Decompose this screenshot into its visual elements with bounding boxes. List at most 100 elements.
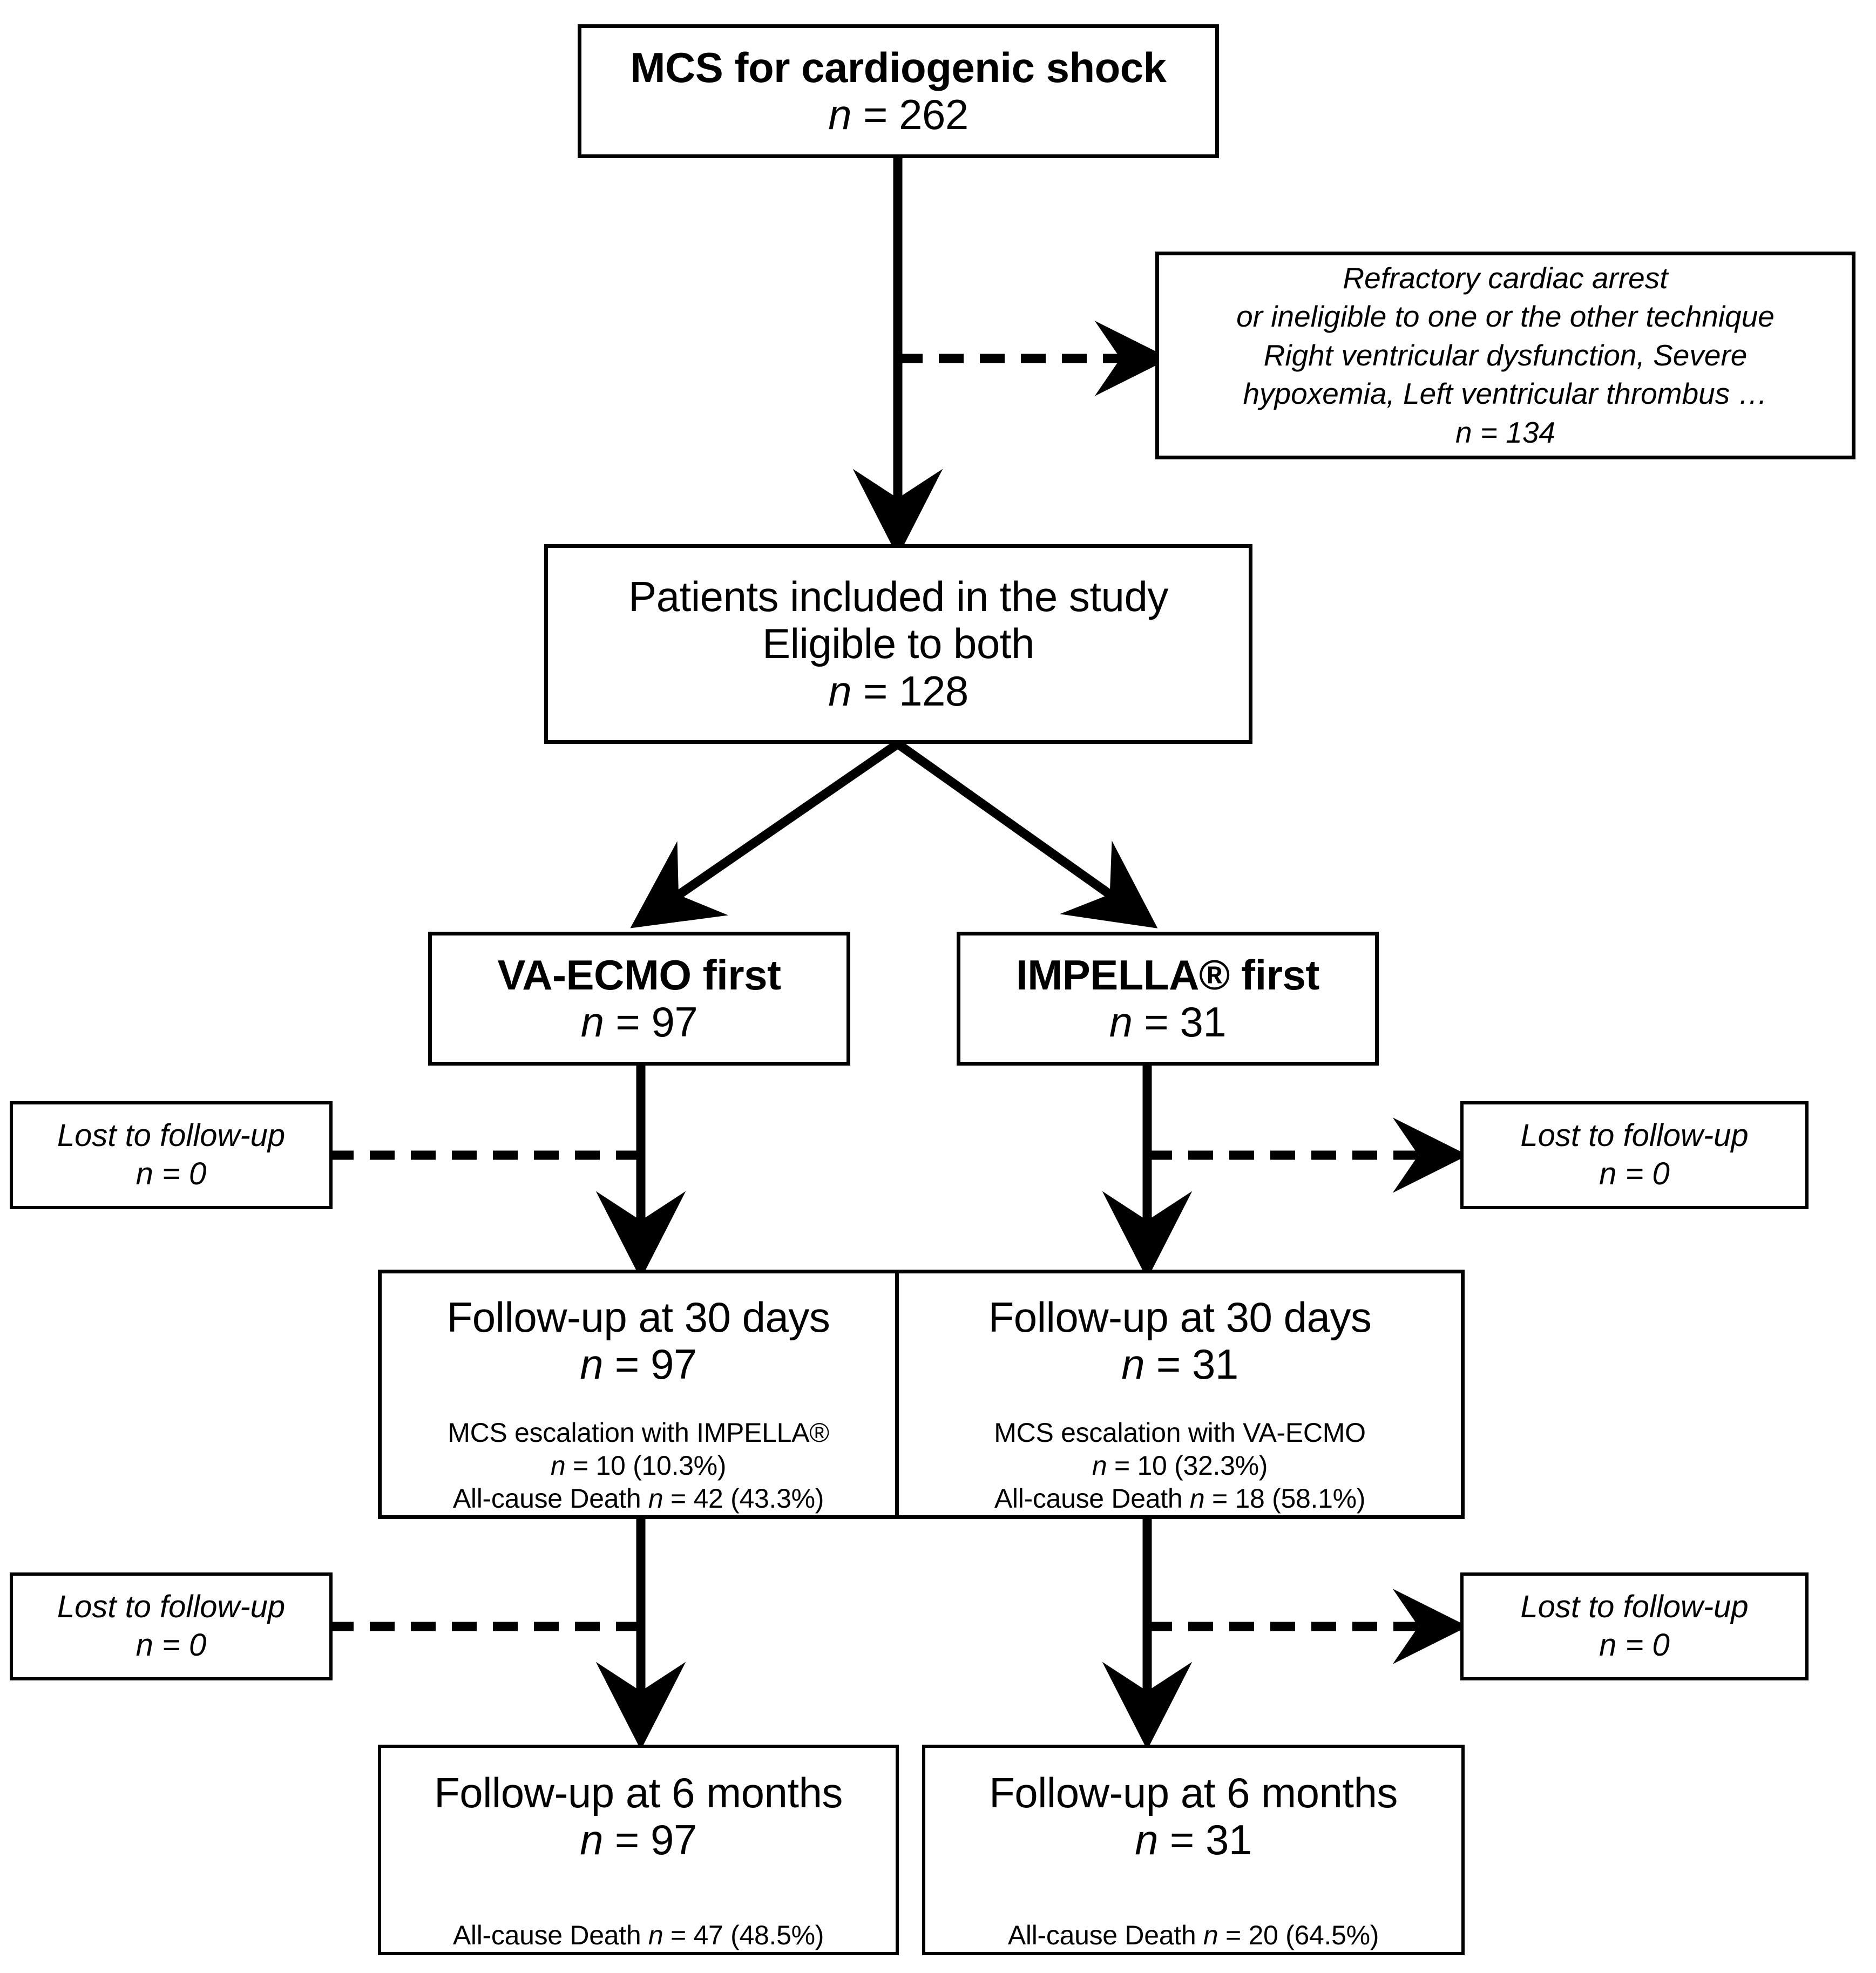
lost-right-1-count: n = 0 (1599, 1155, 1670, 1194)
lost-right-2-n-label: n (1599, 1628, 1617, 1663)
lost-right-2-n-eq: = (1616, 1628, 1652, 1663)
fu30-right-death-n-label: n (1189, 1483, 1205, 1514)
fu6m-left-n-value: 97 (651, 1816, 697, 1864)
fu30-left-title: Follow-up at 30 days (446, 1293, 830, 1341)
lost-left-2-n-label: n (136, 1628, 153, 1663)
fu30-left-n-eq: = (603, 1340, 651, 1388)
screened-title: MCS for cardiogenic shock (630, 43, 1167, 91)
lost-left-2-title: Lost to follow-up (57, 1589, 286, 1625)
node-excluded[interactable]: Refractory cardiac arrest or ineligible … (1155, 252, 1855, 459)
included-n-label: n (828, 667, 852, 715)
lost-right-1-n-value: 0 (1652, 1156, 1670, 1191)
fu30-right-escalation-value: = 10 (32.3%) (1107, 1450, 1268, 1481)
fu6m-right-death: All-cause Death n = 20 (64.5%) (1008, 1919, 1379, 1952)
fu30-left-death: All-cause Death n = 42 (43.3%) (453, 1482, 824, 1515)
excluded-n-label: n (1455, 415, 1472, 449)
lost-right-1-n-eq: = (1616, 1156, 1652, 1191)
fu30-left-escalation-label: MCS escalation with IMPELLA® (448, 1418, 829, 1448)
screened-n-label: n (828, 91, 852, 138)
edge-included-to-impella (895, 740, 1158, 928)
fu6m-left-death-n-label: n (648, 1920, 663, 1950)
fu30-right-death: All-cause Death n = 18 (58.1%) (994, 1482, 1366, 1515)
lost-left-1-n-eq: = (153, 1156, 189, 1191)
fu30-left-escalation-n-label: n (550, 1450, 566, 1481)
fu30-right-escalation-count: n = 10 (32.3%) (1092, 1449, 1268, 1482)
screened-n-value: 262 (899, 91, 969, 138)
fu6m-right-death-value: = 20 (64.5%) (1218, 1920, 1379, 1950)
fu6m-right-n-label: n (1135, 1816, 1159, 1864)
va-ecmo-n-eq: = (604, 998, 652, 1046)
node-va-ecmo-first[interactable]: VA-ECMO first n = 97 (428, 932, 850, 1066)
node-lost-to-followup-left-2[interactable]: Lost to follow-up n = 0 (10, 1572, 333, 1680)
lost-left-2-count: n = 0 (136, 1626, 207, 1665)
fu30-left-death-label: All-cause Death (452, 1483, 648, 1514)
included-n-value: 128 (899, 667, 969, 715)
fu6m-left-death-value: = 47 (48.5%) (663, 1920, 824, 1950)
fu30-right-n-value: 31 (1192, 1340, 1238, 1388)
va-ecmo-n-value: 97 (651, 998, 698, 1046)
lost-left-2-n-eq: = (153, 1628, 189, 1663)
node-lost-to-followup-left-1[interactable]: Lost to follow-up n = 0 (10, 1101, 333, 1209)
va-ecmo-n-label: n (580, 998, 605, 1046)
fu6m-right-title: Follow-up at 6 months (989, 1769, 1398, 1816)
lost-left-2-n-value: 0 (189, 1628, 207, 1663)
lost-right-2-title: Lost to follow-up (1520, 1589, 1749, 1625)
impella-n-eq: = (1133, 998, 1180, 1046)
node-lost-to-followup-right-1[interactable]: Lost to follow-up n = 0 (1460, 1101, 1809, 1209)
fu30-right-title: Follow-up at 30 days (988, 1293, 1372, 1341)
excluded-count: n = 134 (1455, 413, 1555, 452)
fu6m-left-n-eq: = (603, 1816, 651, 1864)
impella-count: n = 31 (1109, 998, 1227, 1046)
lost-left-1-n-value: 0 (189, 1156, 207, 1191)
impella-title: IMPELLA® first (1016, 951, 1319, 999)
lost-right-2-n-value: 0 (1652, 1628, 1670, 1663)
node-followup-6m-right[interactable]: Follow-up at 6 months n = 31 All-cause D… (922, 1745, 1465, 1955)
excluded-line-3: Right ventricular dysfunction, Severe (1263, 338, 1748, 372)
fu30-left-death-value: = 42 (43.3%) (663, 1483, 824, 1514)
lost-left-1-n-label: n (136, 1156, 153, 1191)
fu30-left-death-n-label: n (648, 1483, 663, 1514)
fu6m-right-n-value: 31 (1205, 1816, 1252, 1864)
node-screened[interactable]: MCS for cardiogenic shock n = 262 (578, 24, 1219, 158)
excluded-line-1: Refractory cardiac arrest (1343, 261, 1668, 295)
va-ecmo-title: VA-ECMO first (497, 951, 781, 999)
fu30-left-escalation-count: n = 10 (10.3%) (551, 1449, 726, 1482)
fu6m-right-death-n-label: n (1203, 1920, 1218, 1950)
fu30-right-escalation-n-label: n (1092, 1450, 1107, 1481)
excluded-n-value: 134 (1506, 415, 1556, 449)
included-line-2: Eligible to both (762, 620, 1034, 668)
fu6m-left-death: All-cause Death n = 47 (48.5%) (453, 1919, 824, 1952)
excluded-n-eq: = (1472, 415, 1506, 449)
fu30-left-n-label: n (580, 1340, 604, 1388)
lost-right-1-n-label: n (1599, 1156, 1617, 1191)
fu30-left-count: n = 97 (580, 1341, 697, 1388)
node-followup-30d-right[interactable]: Follow-up at 30 days n = 31 MCS escalati… (895, 1270, 1465, 1519)
impella-n-label: n (1109, 998, 1133, 1046)
fu30-right-count: n = 31 (1121, 1341, 1238, 1388)
screened-n-eq: = (851, 91, 899, 138)
node-followup-6m-left[interactable]: Follow-up at 6 months n = 97 All-cause D… (378, 1745, 899, 1955)
fu6m-left-count: n = 97 (580, 1816, 697, 1863)
screened-count: n = 262 (828, 91, 969, 138)
va-ecmo-count: n = 97 (580, 998, 698, 1046)
node-lost-to-followup-right-2[interactable]: Lost to follow-up n = 0 (1460, 1572, 1809, 1680)
fu30-left-escalation-value: = 10 (10.3%) (565, 1450, 727, 1481)
node-included[interactable]: Patients included in the study Eligible … (544, 544, 1252, 744)
fu30-right-escalation-label: MCS escalation with VA-ECMO (994, 1418, 1366, 1448)
fu6m-right-death-label: All-cause Death (1007, 1920, 1203, 1950)
node-followup-30d-left[interactable]: Follow-up at 30 days n = 97 MCS escalati… (378, 1270, 899, 1519)
fu6m-left-title: Follow-up at 6 months (434, 1769, 843, 1816)
fu6m-right-n-eq: = (1158, 1816, 1206, 1864)
included-line-1: Patients included in the study (628, 572, 1168, 620)
fu6m-left-n-label: n (580, 1816, 604, 1864)
fu30-left-n-value: 97 (651, 1340, 697, 1388)
lost-left-1-title: Lost to follow-up (57, 1118, 286, 1154)
impella-n-value: 31 (1180, 998, 1227, 1046)
included-count: n = 128 (828, 667, 969, 715)
node-impella-first[interactable]: IMPELLA® first n = 31 (957, 932, 1379, 1066)
fu6m-left-death-label: All-cause Death (452, 1920, 648, 1950)
lost-right-2-count: n = 0 (1599, 1626, 1670, 1665)
lost-right-1-title: Lost to follow-up (1520, 1118, 1749, 1154)
